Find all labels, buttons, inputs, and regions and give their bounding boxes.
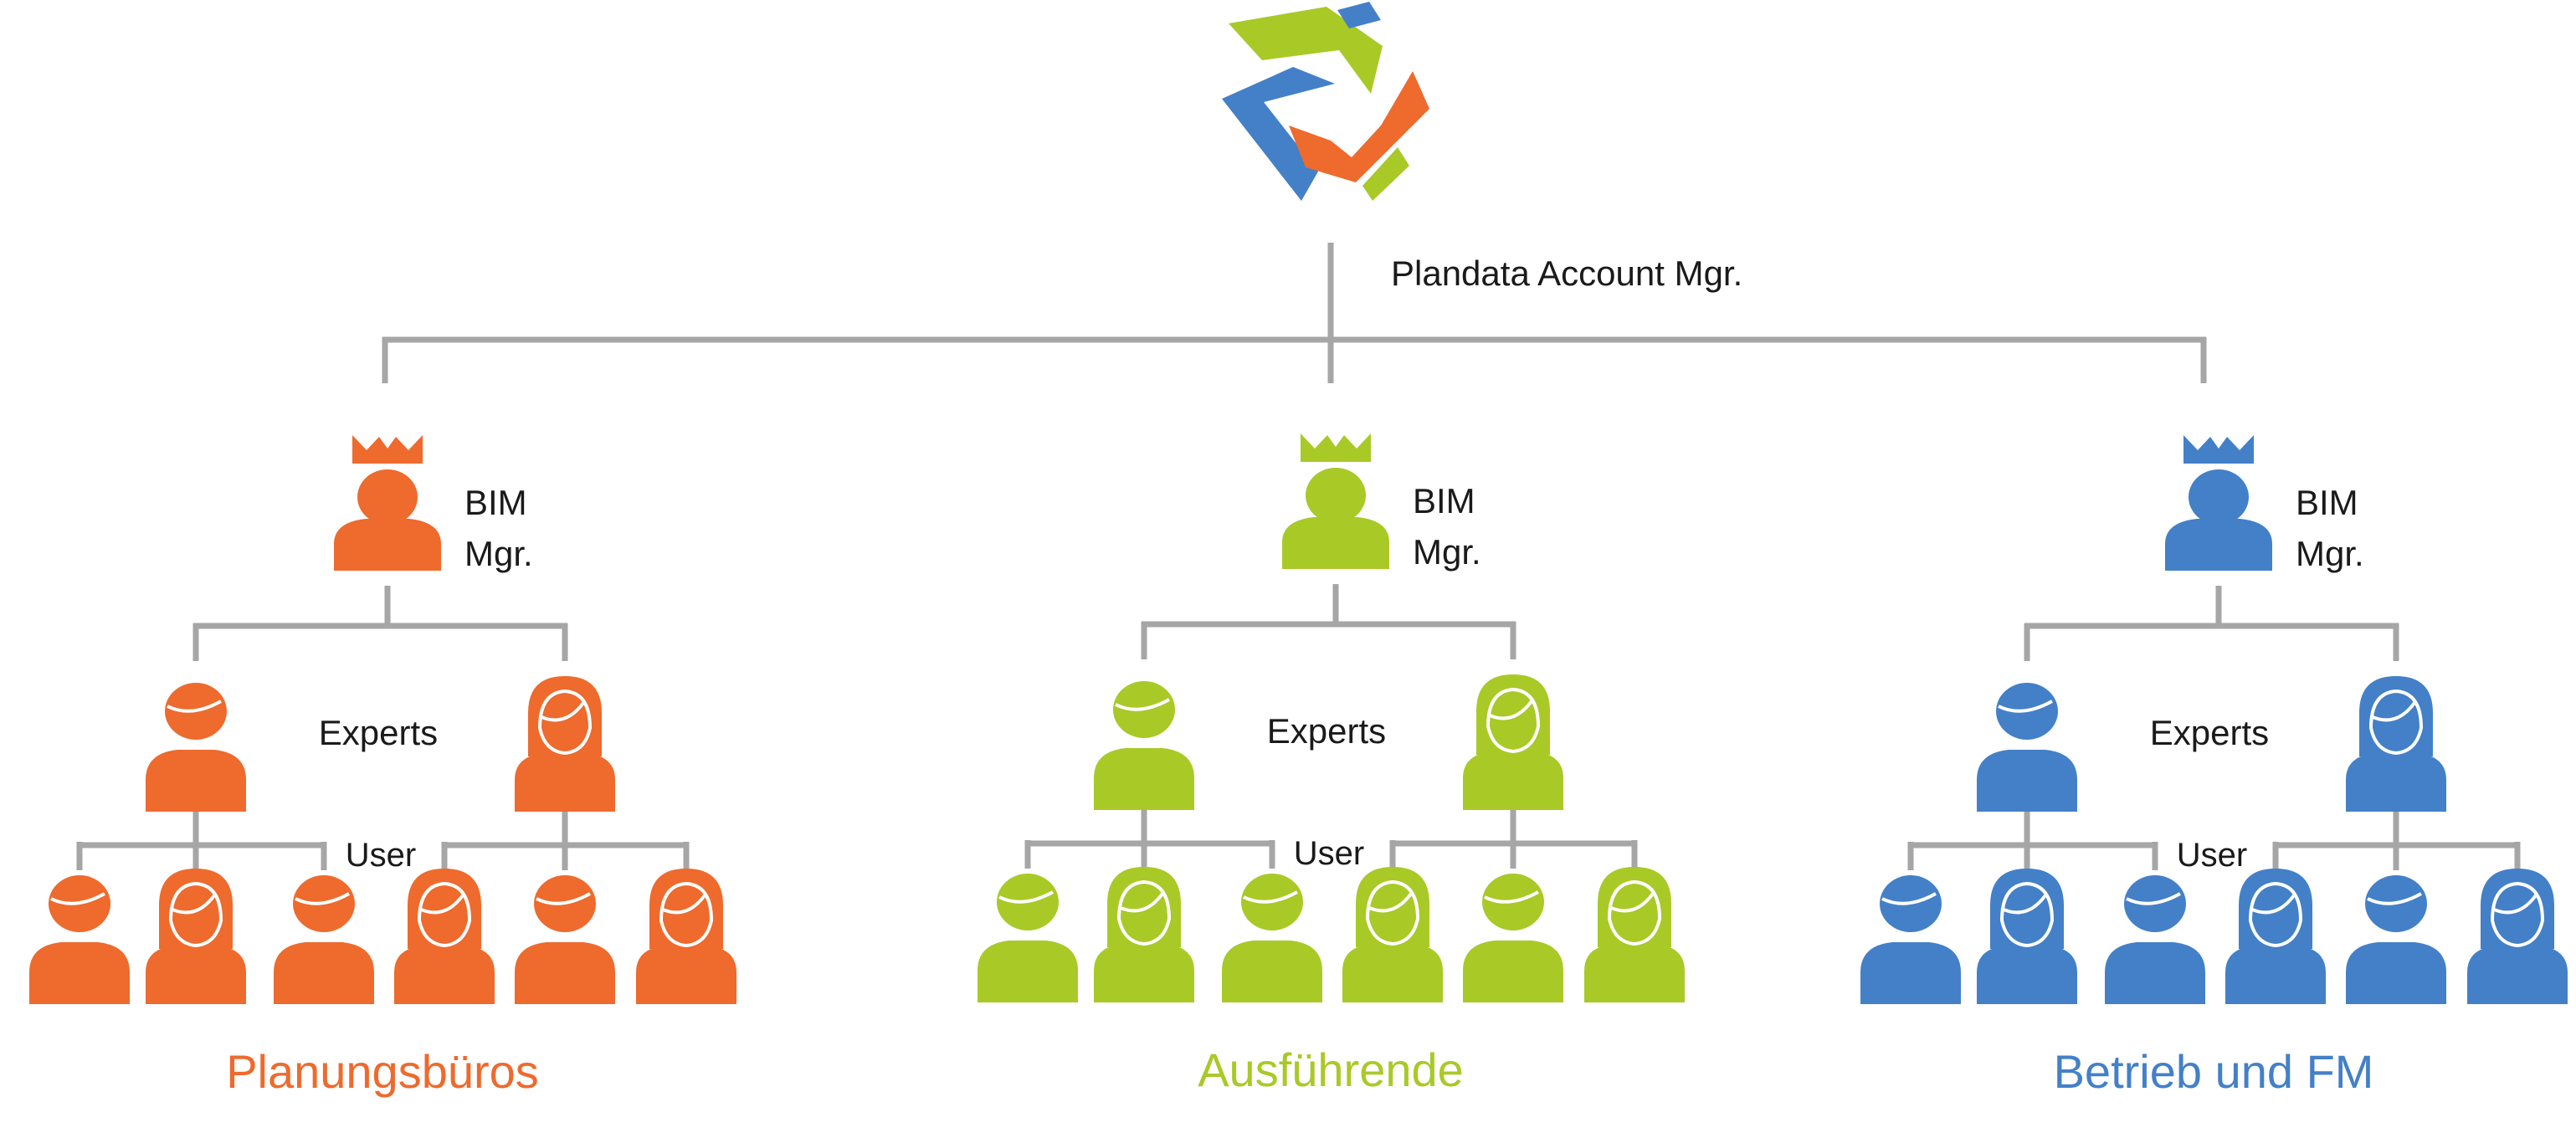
face-outline-icon — [1115, 698, 1170, 711]
face-outline-icon — [2490, 881, 2545, 948]
face-outline-icon — [998, 890, 1054, 904]
manager-label-line1: BIM — [1413, 481, 1475, 520]
face-outline-icon — [537, 689, 593, 756]
face-outline-icon — [2126, 892, 2181, 905]
face-outline-icon — [1365, 879, 1420, 946]
plandata-logo-icon — [1222, 2, 1429, 201]
manager-label-line2: Mgr. — [1413, 532, 1481, 572]
face-outline-icon — [2248, 881, 2303, 948]
user-male-person-icon — [2346, 875, 2446, 1004]
root-label: Plandata Account Mgr. — [1391, 254, 1742, 293]
user-female-person-icon — [1977, 869, 2077, 1004]
expert-male-person-icon — [1977, 683, 2077, 812]
manager-crown-person-icon — [334, 435, 441, 571]
group-name-label: Ausführende — [1198, 1043, 1464, 1096]
expert-female-person-icon — [2346, 676, 2446, 812]
face-outline-icon — [1116, 879, 1172, 946]
experts-label: Experts — [1267, 711, 1386, 751]
face-outline-icon — [1486, 687, 1541, 754]
face-outline-icon — [50, 892, 105, 905]
user-male-person-icon — [2105, 875, 2205, 1004]
user-male-person-icon — [274, 875, 374, 1004]
user-male-person-icon — [515, 875, 615, 1004]
user-male-person-icon — [1860, 875, 1961, 1004]
manager-crown-person-icon — [1282, 433, 1389, 569]
expert-male-person-icon — [146, 683, 246, 812]
experts-label: Experts — [2150, 713, 2269, 752]
face-outline-icon — [536, 892, 591, 905]
expert-male-person-icon — [1094, 681, 1194, 810]
manager-crown-person-icon — [2165, 435, 2272, 571]
face-outline-icon — [1484, 890, 1539, 904]
user-label: User — [1294, 835, 1364, 872]
expert-female-person-icon — [515, 676, 615, 812]
user-label: User — [2177, 837, 2247, 874]
user-female-person-icon — [146, 869, 246, 1004]
user-male-person-icon — [1463, 874, 1563, 1002]
face-outline-icon — [1881, 892, 1937, 905]
user-male-person-icon — [29, 875, 130, 1004]
face-outline-icon — [1243, 890, 1298, 904]
manager-label-line2: Mgr. — [464, 534, 533, 573]
user-male-person-icon — [1222, 874, 1322, 1002]
face-outline-icon — [167, 700, 222, 713]
user-female-person-icon — [2225, 869, 2326, 1004]
user-female-person-icon — [1584, 867, 1685, 1002]
root-connectors — [382, 243, 2207, 383]
group-name-label: Planungsbüros — [226, 1045, 539, 1098]
manager-label-line2: Mgr. — [2296, 534, 2364, 573]
user-label: User — [346, 837, 416, 874]
face-outline-icon — [1999, 881, 2055, 948]
user-female-person-icon — [394, 869, 495, 1004]
manager-label-line1: BIM — [2296, 483, 2358, 522]
face-outline-icon — [1998, 700, 2053, 713]
face-outline-icon — [168, 881, 223, 948]
user-male-person-icon — [978, 874, 1078, 1002]
face-outline-icon — [2367, 892, 2422, 905]
face-outline-icon — [659, 881, 714, 948]
user-female-person-icon — [1094, 867, 1194, 1002]
user-female-person-icon — [1342, 867, 1443, 1002]
face-outline-icon — [1607, 879, 1662, 946]
face-outline-icon — [417, 881, 472, 948]
expert-female-person-icon — [1463, 674, 1563, 810]
experts-label: Experts — [319, 713, 438, 752]
face-outline-icon — [2368, 689, 2424, 756]
manager-label-line1: BIM — [464, 483, 527, 522]
user-female-person-icon — [2467, 869, 2568, 1004]
face-outline-icon — [295, 892, 350, 905]
user-female-person-icon — [636, 869, 736, 1004]
group-name-label: Betrieb und FM — [2054, 1045, 2374, 1098]
